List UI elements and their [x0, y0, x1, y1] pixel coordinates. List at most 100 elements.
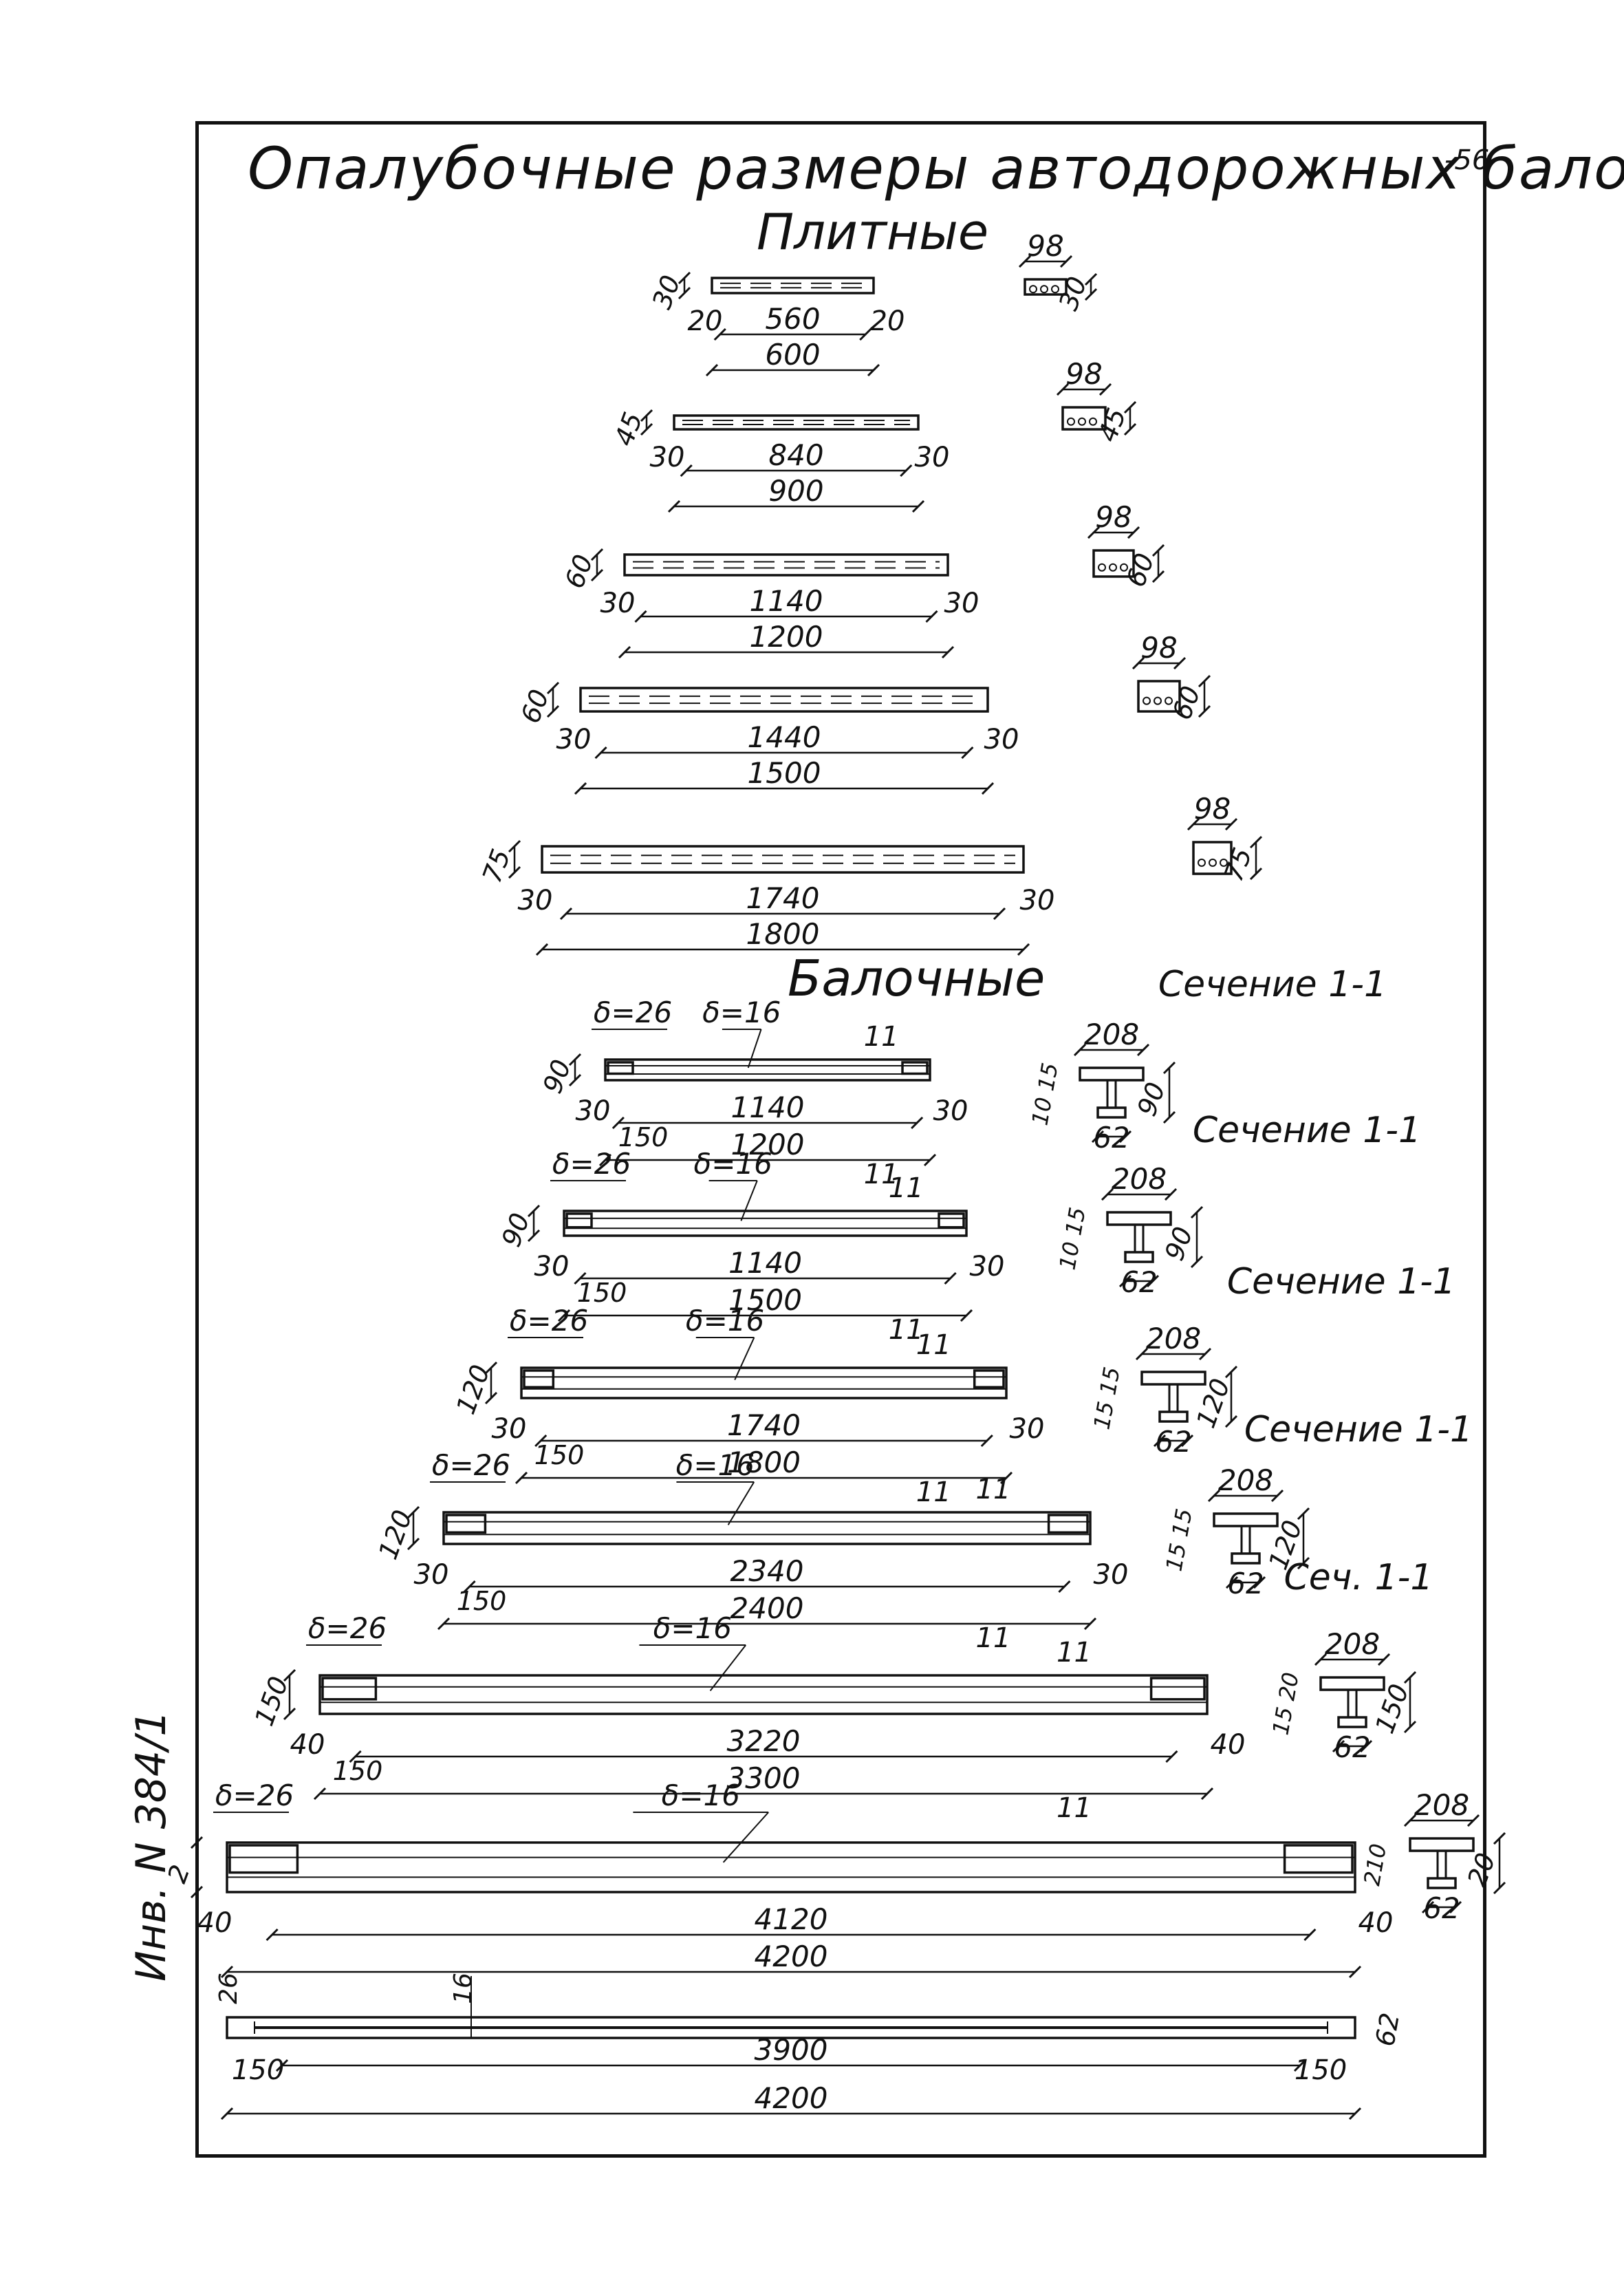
beam-4-edge-right-label: 30	[1094, 1559, 1129, 1591]
beam-6-inner-dim-label: 4120	[755, 1902, 828, 1936]
slab-4-height-dim-tick-b	[546, 705, 560, 718]
beam-5-delta-mid-label: δ=16	[653, 1611, 732, 1645]
slab-1-body	[711, 277, 875, 294]
beam-5-cs-bottom-dim-tick-a	[1332, 1739, 1345, 1753]
plan-view-body	[226, 2016, 1356, 2039]
slab-5-height-dim-tick-a	[508, 839, 521, 853]
beam-4-cs-bottom-dim-tick-a	[1225, 1576, 1239, 1589]
plan-view-mid-width-label: 16	[449, 1973, 477, 2004]
slab-5-cs-void-1	[1198, 858, 1206, 867]
slab-5-total-dim-tick-b	[1017, 943, 1030, 956]
slab-4-inner-dim-label: 1440	[748, 720, 821, 754]
beam-2-cs-top-flange	[1106, 1211, 1172, 1226]
beam-5-cut-mark-top: 11	[1057, 1637, 1092, 1668]
beam-5-edge-left-label: 40	[290, 1729, 325, 1761]
beam-2-height-dim-tick-a	[527, 1204, 541, 1218]
beam-6-total-dim-label: 4200	[755, 1940, 828, 1973]
slab-2-total-dim-tick-a	[667, 500, 681, 513]
beam-5-inner-dim-tick-b	[1165, 1750, 1178, 1763]
slab-1-edge-left-label: 20	[688, 305, 723, 337]
beam-3-total-dim-tick-a	[515, 1471, 528, 1485]
beam-5-height-dim-label: 150	[249, 1673, 294, 1730]
plan-view-edge-left-label: 150	[232, 2054, 284, 2086]
beam-2-inner-dim-tick-a	[574, 1271, 587, 1285]
beam-3-body	[520, 1366, 1008, 1399]
beam-6-cs-top-dim-label: 208	[1414, 1788, 1469, 1822]
beam-3-cs-bottom-dim-label: 62	[1155, 1425, 1191, 1459]
slab-4-body	[579, 687, 989, 713]
slab-2-cs-void-3	[1089, 417, 1097, 426]
beam-6-end-block-right	[1283, 1844, 1354, 1874]
beam-5-edge-right-label: 40	[1211, 1729, 1246, 1761]
beam-3-end-block-left	[523, 1369, 555, 1388]
beam-6-total-dim-tick-b	[1348, 1965, 1362, 1979]
slab-4-total-dim-tick-b	[981, 782, 995, 795]
slab-5-inner-dim-label: 1740	[746, 881, 820, 915]
beam-1-section-label: Сечение 1-1	[1158, 964, 1387, 1005]
slab-1-total-dim-tick-a	[705, 363, 719, 377]
beam-6-body	[226, 1841, 1356, 1893]
beam-1-inner-dim-tick-a	[611, 1116, 625, 1130]
slab-3-total-dim-tick-a	[618, 645, 631, 659]
beam-2-height-dim-tick-b	[527, 1229, 541, 1243]
slab-4-edge-right-label: 30	[984, 724, 1019, 755]
slab-5-cs-width-dim-tick-b	[1224, 817, 1238, 831]
beam-3-delta-mid-label: δ=16	[686, 1304, 764, 1338]
beam-5-cs-flange-label: 15 20	[1268, 1671, 1304, 1737]
plan-view-inner-dim-tick-b	[1293, 2059, 1307, 2072]
beam-1-cs-height-dim-tick-a	[1162, 1061, 1176, 1075]
slab-1-total-dim-tick-b	[867, 363, 880, 377]
beam-3-delta-mid-arrow	[734, 1337, 755, 1381]
beam-3-offset-label: 150	[534, 1440, 585, 1470]
beam-1-edge-right-label: 30	[933, 1095, 968, 1127]
slab-4-cs-void-3	[1165, 696, 1173, 705]
beam-5-section-label: Сеч. 1-1	[1284, 1557, 1433, 1598]
beam-5-cs-height-dim-tick-b	[1403, 1720, 1417, 1734]
beam-1-cs-bottom-flange	[1096, 1106, 1127, 1119]
beam-4-end-block-right	[1047, 1514, 1089, 1534]
beam-4-height-dim-label: 120	[373, 1506, 418, 1563]
beam-2-edge-left-label: 30	[534, 1251, 570, 1282]
beam-1-cs-bottom-dim-label: 62	[1093, 1121, 1129, 1155]
slab-1-height-dim-tick-a	[678, 271, 691, 285]
beam-3-total-dim-label: 1800	[727, 1446, 801, 1479]
slab-5-edge-right-label: 30	[1020, 885, 1055, 916]
beam-3-edge-left-label: 30	[492, 1413, 527, 1445]
beam-1-inner-dim-label: 1140	[731, 1091, 805, 1124]
beam-2-cs-top-dim-label: 208	[1112, 1162, 1167, 1196]
slab-5-inner-dim-tick-a	[559, 907, 573, 921]
beam-5-cs-top-dim-label: 208	[1325, 1627, 1380, 1661]
beam-6-cs-height-dim-label: 20	[1462, 1849, 1502, 1890]
beam-2-total-dim-tick-b	[960, 1309, 973, 1322]
beam-2-cs-top-dim-tick-b	[1164, 1188, 1178, 1201]
beam-6-cs-bottom-dim-tick-a	[1421, 1900, 1435, 1914]
beam-1-cs-top-dim-tick-b	[1136, 1043, 1150, 1057]
slab-4-edge-left-label: 30	[556, 724, 592, 755]
beam-2-offset-label: 150	[577, 1278, 627, 1308]
beam-5-cs-bottom-dim-tick-b	[1359, 1739, 1373, 1753]
beam-3-cs-top-dim-label: 208	[1146, 1322, 1201, 1355]
beam-1-end-block-right	[901, 1061, 929, 1075]
beam-section-title: Балочные	[788, 949, 1046, 1007]
slab-3-cs-height-dim-tick-b	[1151, 570, 1165, 583]
beam-4-cs-height-dim-tick-a	[1297, 1507, 1310, 1521]
beam-3-end-block-right	[973, 1369, 1005, 1388]
slab-2-edge-left-label: 30	[650, 442, 685, 473]
beam-2-cs-height-dim-tick-b	[1190, 1255, 1204, 1269]
beam-3-inner-dim-tick-b	[980, 1434, 993, 1448]
slab-2-cs-height-dim-tick-a	[1123, 400, 1137, 414]
beam-4-cs-bottom-dim-label: 62	[1227, 1567, 1264, 1600]
beam-2-edge-right-label: 30	[970, 1251, 1005, 1282]
beam-1-cs-bottom-dim-tick-a	[1091, 1130, 1105, 1144]
beam-4-cs-height-dim-tick-b	[1297, 1556, 1310, 1570]
slab-4-total-dim-tick-a	[574, 782, 587, 795]
beam-6-height-dim-tick-a	[190, 1836, 204, 1849]
slab-5-cs-height-dim-tick-b	[1249, 867, 1263, 881]
beam-4-cs-top-dim-label: 208	[1218, 1463, 1273, 1497]
slab-4-cs-void-1	[1143, 696, 1151, 705]
slab-5-total-dim-tick-a	[535, 943, 549, 956]
beam-4-inner-dim-label: 2340	[730, 1554, 804, 1588]
slab-3-cs-width-dim-label: 98	[1095, 500, 1132, 534]
beam-2-inner-dim-tick-b	[944, 1271, 957, 1285]
beam-1-cs-top-dim-label: 208	[1084, 1018, 1139, 1051]
